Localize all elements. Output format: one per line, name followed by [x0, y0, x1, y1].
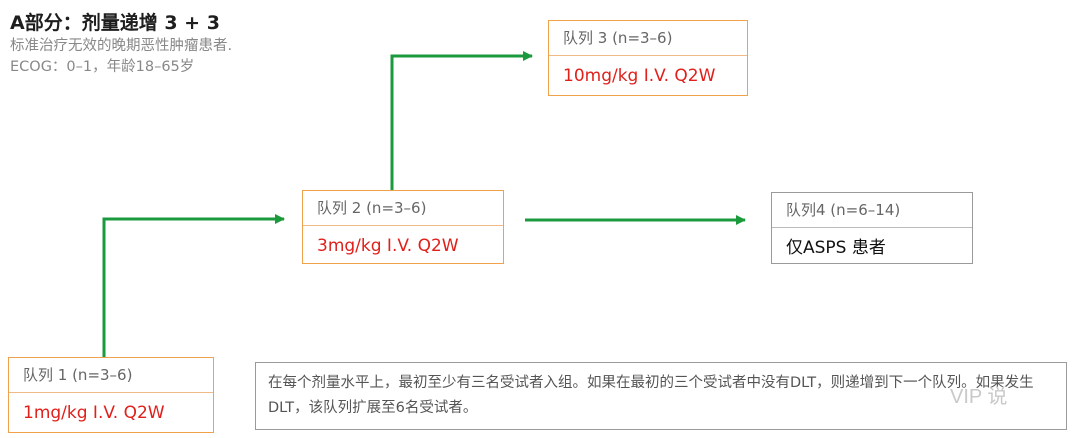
- arrow-cohort2-to-cohort3: [390, 51, 533, 190]
- watermark: VIP 说: [950, 386, 1008, 408]
- cohort-3-header: 队列 3 (n=3–6): [549, 21, 747, 56]
- cohort-4-population: 仅ASPS 患者: [786, 238, 886, 258]
- cohort-2-box: 队列 2 (n=3–6) 3mg/kg I.V. Q2W: [302, 190, 504, 264]
- cohort-2-header: 队列 2 (n=3–6): [303, 191, 503, 226]
- cohort-4-box: 队列4 (n=6–14) 仅ASPS 患者: [771, 192, 973, 264]
- subtitle-line-2: ECOG：0–1，年龄18–65岁: [10, 59, 195, 75]
- cohort-1-header: 队列 1 (n=3–6): [9, 358, 213, 393]
- cohort-2-dose: 3mg/kg I.V. Q2W: [317, 236, 459, 256]
- arrow-cohort1-to-cohort2: [102, 214, 285, 358]
- cohort-3-dose: 10mg/kg I.V. Q2W: [563, 66, 716, 86]
- cohort-1-box: 队列 1 (n=3–6) 1mg/kg I.V. Q2W: [8, 357, 214, 433]
- subtitle-line-1: 标准治疗无效的晚期恶性肿瘤患者.: [10, 38, 233, 54]
- subtitle: 标准治疗无效的晚期恶性肿瘤患者. ECOG：0–1，年龄18–65岁: [10, 36, 232, 78]
- cohort-3-box: 队列 3 (n=3–6) 10mg/kg I.V. Q2W: [548, 20, 748, 96]
- cohort-4-header: 队列4 (n=6–14): [772, 193, 972, 228]
- diagram-title: A部分：剂量递增 3 + 3: [10, 12, 220, 34]
- dlt-escalation-note: 在每个剂量水平上，最初至少有三名受试者入组。如果在最初的三个受试者中没有DLT，…: [255, 362, 1067, 430]
- cohort-1-dose: 1mg/kg I.V. Q2W: [23, 403, 165, 423]
